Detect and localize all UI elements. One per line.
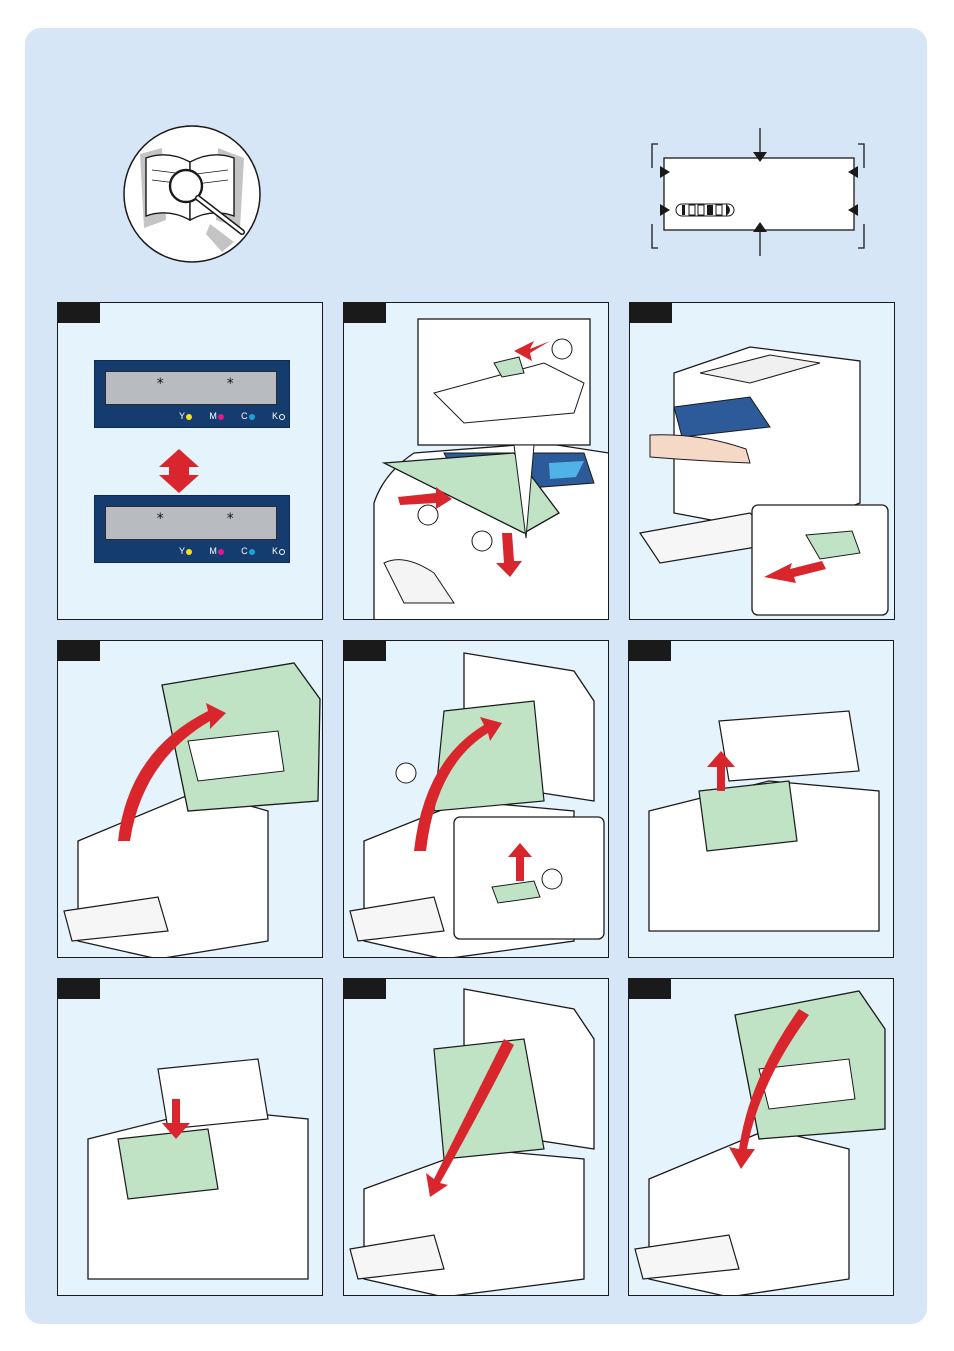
insert-unit-illustration [58,979,323,1296]
lcd-display-diagram-icon [648,124,872,260]
panel-open-scanner-lock [343,302,609,620]
toner-cyan-label: C [241,544,255,558]
close-inner-cover-illustration [344,979,609,1296]
panel-open-top-cover [57,640,323,958]
toner-black-label: K [272,544,285,558]
panel-press-release-button [629,302,895,620]
lcd-marker: * [226,511,234,527]
toner-yellow-label: Y [179,544,192,558]
close-top-cover-illustration [629,979,894,1296]
release-lever-illustration [344,641,609,958]
panel-lcd-display-toggle: * * Y M C K * * Y M C K [57,302,323,620]
remove-unit-illustration [629,641,894,958]
toner-magenta-label: M [209,544,224,558]
panel-close-inner-cover [343,978,609,1296]
panel-release-lever [343,640,609,958]
scanner-lock-illustration [344,303,609,620]
manual-magnifier-icon [122,124,262,264]
lcd-screen: * * [105,506,277,540]
panel-insert-unit [57,978,323,1296]
panel-close-top-cover [628,978,894,1296]
panel-remove-unit [628,640,894,958]
lcd-marker: * [156,511,164,527]
release-button-illustration [630,303,895,620]
top-cover-illustration [58,641,323,958]
double-arrow-icon [58,303,323,620]
lcd-display-bottom: * * Y M C K [94,495,290,563]
toner-legend: Y M C K [179,544,285,558]
